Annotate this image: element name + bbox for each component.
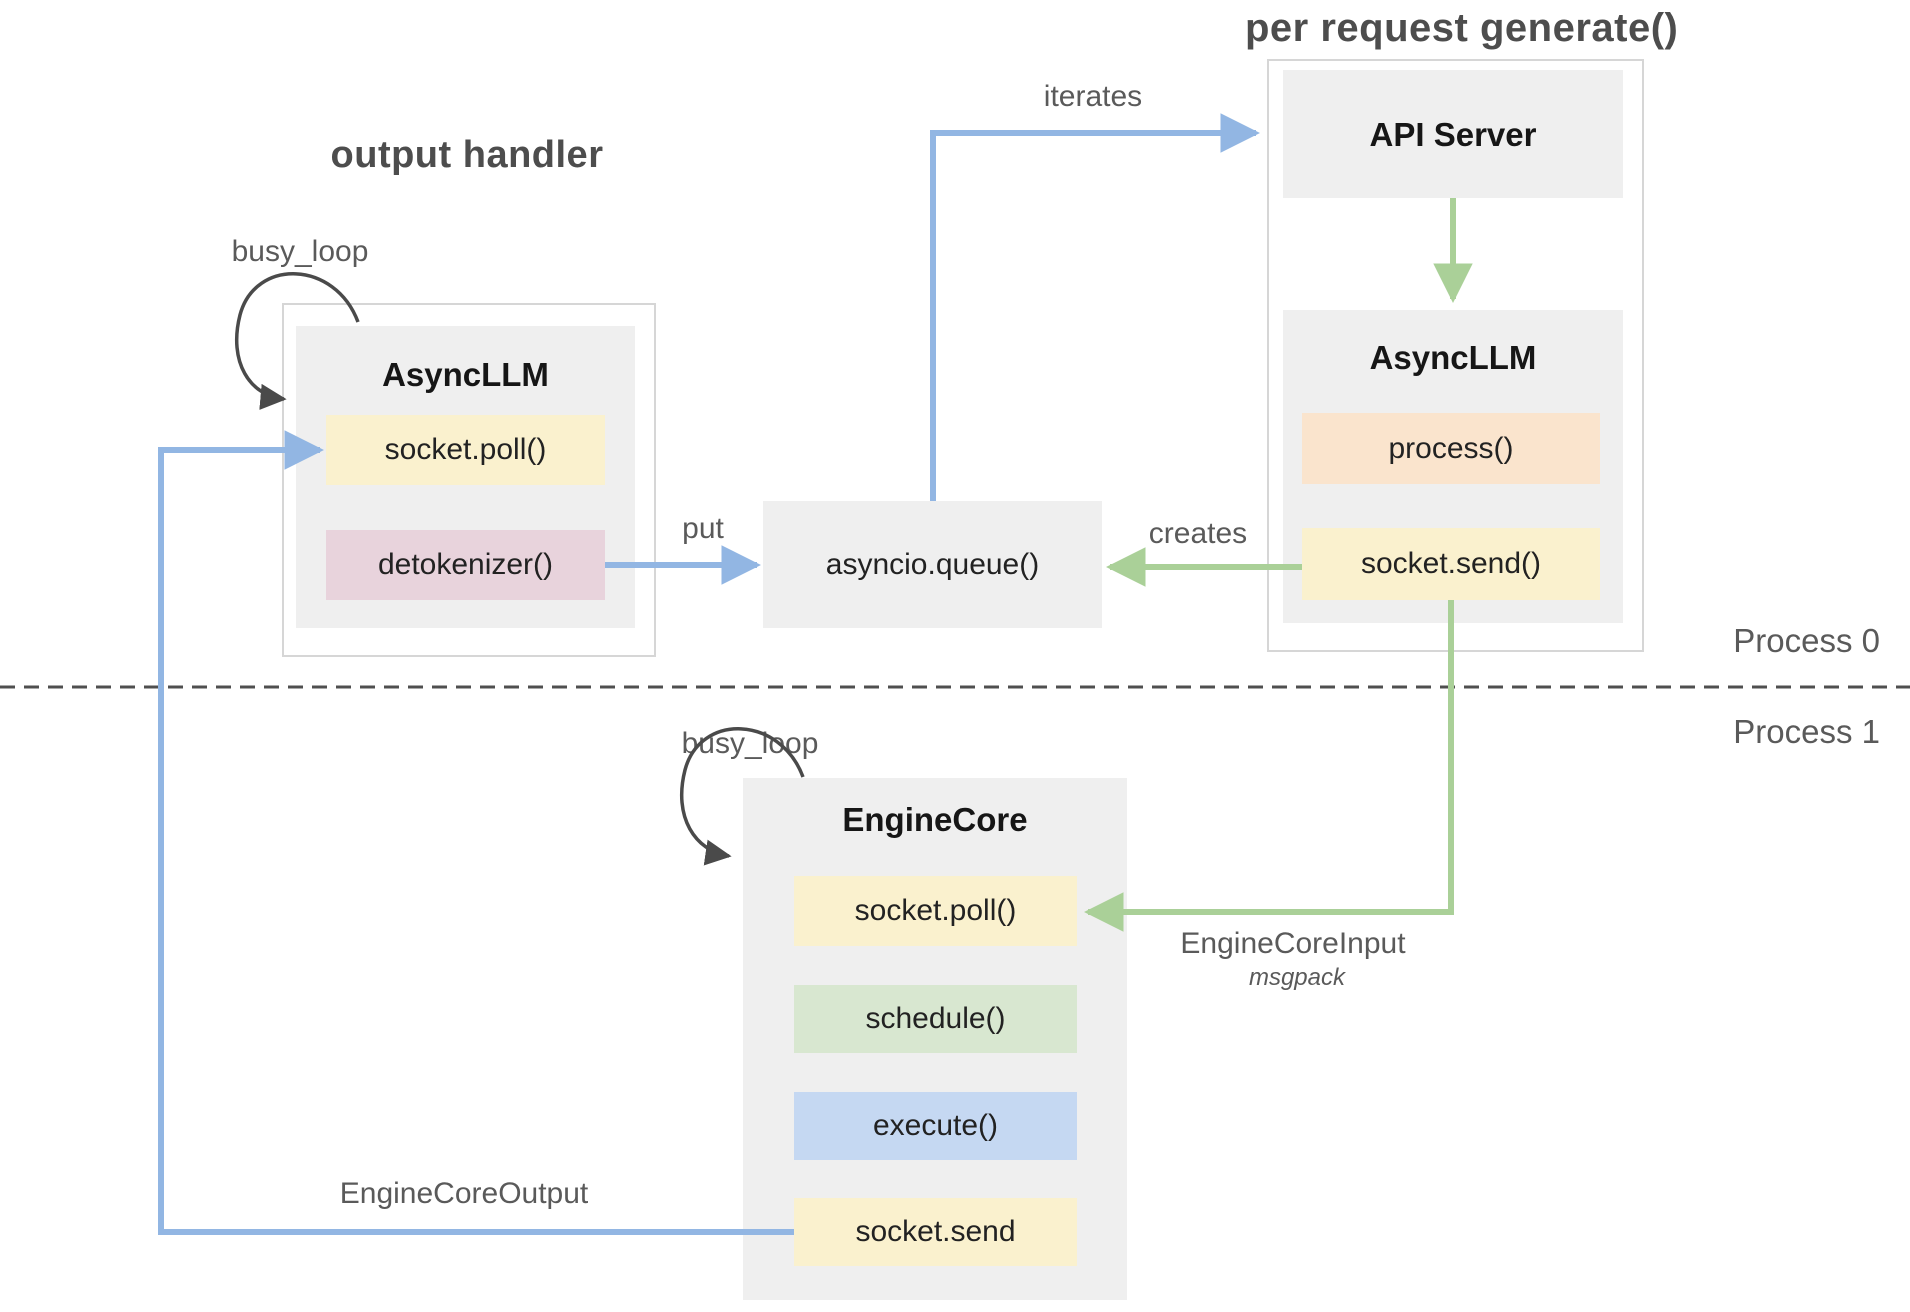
asyncio-queue-label: asyncio.queue() [825,547,1040,581]
msgpack-label: msgpack [1248,964,1346,991]
per-request-generate-title: per request generate() [1245,6,1679,50]
left-detokenizer-box: detokenizer() [326,530,605,600]
enginecore-execute-box: execute() [794,1092,1077,1160]
api-server-title: API Server [1369,116,1537,153]
enginecore-input-label: EngineCoreInput [1180,927,1406,960]
enginecore-socket-send-box: socket.send [794,1198,1077,1266]
left-socket-poll-box: socket.poll() [326,415,605,485]
left-busy-loop-label: busy_loop [231,235,369,268]
right-asyncllm-title: AsyncLLM [1369,339,1537,376]
api-server-box [1283,70,1623,198]
enginecore-output-label: EngineCoreOutput [339,1177,589,1210]
right-socket-send-box: socket.send() [1302,528,1600,600]
process-0-label: Process 0 [1733,622,1880,659]
asyncio-queue-box [763,501,1102,628]
enginecore-busy-loop-label: busy_loop [681,727,819,760]
enginecore-title: EngineCore [842,801,1028,838]
output-handler-title: output handler [330,134,604,176]
enginecore-socket-poll-box: socket.poll() [794,876,1077,946]
process-1-label: Process 1 [1733,713,1880,750]
creates-label: creates [1148,517,1248,550]
put-label: put [682,512,724,545]
iterates-label: iterates [1043,80,1143,113]
iterates-arrow [930,113,1260,501]
enginecore-schedule-box: schedule() [794,985,1077,1053]
left-asyncllm-title: AsyncLLM [382,356,549,393]
process-box: process() [1302,413,1600,484]
